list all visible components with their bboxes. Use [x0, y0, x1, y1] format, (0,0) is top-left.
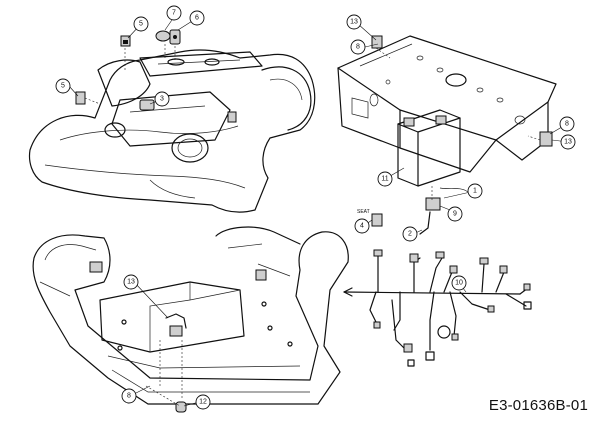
callout-5-top: 5 [133, 16, 149, 32]
callout-8-top: 8 [350, 39, 366, 55]
svg-text:8: 8 [356, 44, 360, 51]
svg-text:10: 10 [455, 280, 463, 287]
callout-2: 2 [402, 226, 418, 242]
svg-text:13: 13 [564, 139, 572, 146]
svg-text:4: 4 [360, 223, 364, 230]
callout-11: 11 [377, 171, 393, 187]
svg-text:12: 12 [199, 399, 207, 406]
leader-lines [68, 16, 569, 407]
svg-text:5: 5 [139, 21, 143, 28]
callout-7: 7 [166, 5, 182, 21]
svg-text:2: 2 [408, 231, 412, 238]
svg-text:9: 9 [453, 211, 457, 218]
svg-text:13: 13 [350, 19, 358, 26]
callout-9: 9 [447, 206, 463, 222]
svg-text:3: 3 [160, 96, 164, 103]
callout-8-bottom: 8 [121, 388, 137, 404]
callout-3: 3 [154, 91, 170, 107]
callout-5-left: 5 [55, 78, 71, 94]
callout-1: 1 [467, 183, 483, 199]
diagram-code-label: E3-01636B-01 [488, 397, 588, 414]
svg-text:7: 7 [172, 10, 176, 17]
seat-switch-label: SEAT [357, 209, 370, 215]
fender-assembly-top [28, 29, 316, 213]
wiring-harness [343, 249, 532, 367]
svg-text:6: 6 [195, 15, 199, 22]
callout-13-right: 13 [560, 134, 576, 150]
svg-text:1: 1 [473, 188, 477, 195]
svg-text:11: 11 [381, 176, 388, 183]
callout-8-right: 8 [559, 116, 575, 132]
frame-assembly [32, 226, 349, 413]
svg-text:5: 5 [61, 83, 65, 90]
callout-10: 10 [451, 275, 467, 291]
svg-text:13: 13 [127, 279, 135, 286]
svg-text:8: 8 [565, 121, 569, 128]
callout-6: 6 [189, 10, 205, 26]
callout-4: 4 [354, 218, 370, 234]
seat-pan-assembly: SEAT [337, 35, 557, 235]
callout-13-bottom: 13 [123, 274, 139, 290]
callout-12: 12 [195, 394, 211, 410]
svg-text:8: 8 [127, 393, 131, 400]
callout-13-top: 13 [346, 14, 362, 30]
